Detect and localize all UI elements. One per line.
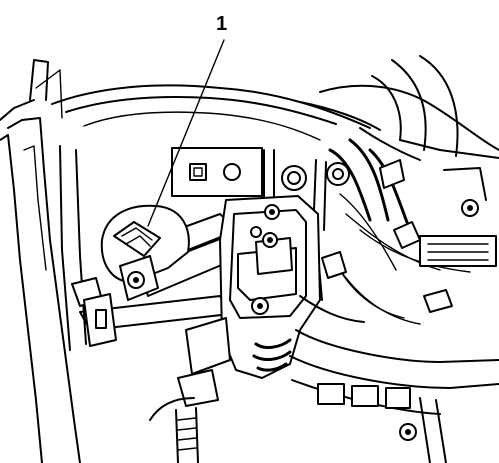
steering-column-shroud <box>359 55 499 161</box>
callout-1-leader-line <box>147 39 225 227</box>
brake-pedal-arm <box>149 317 231 463</box>
component-callout-1 <box>100 204 190 301</box>
mounting-bolt-upper <box>281 162 350 191</box>
left-pillar-panel <box>0 59 81 463</box>
knee-bolster-bracket <box>171 147 263 197</box>
wiring-harness <box>299 138 497 325</box>
lower-trim-panel <box>289 329 499 463</box>
pedal-bracket-assembly <box>219 195 321 379</box>
callout-1-label: 1 <box>216 13 227 35</box>
wiring-clip-lower-left <box>71 277 117 347</box>
dashboard-upper-edge <box>51 84 499 151</box>
